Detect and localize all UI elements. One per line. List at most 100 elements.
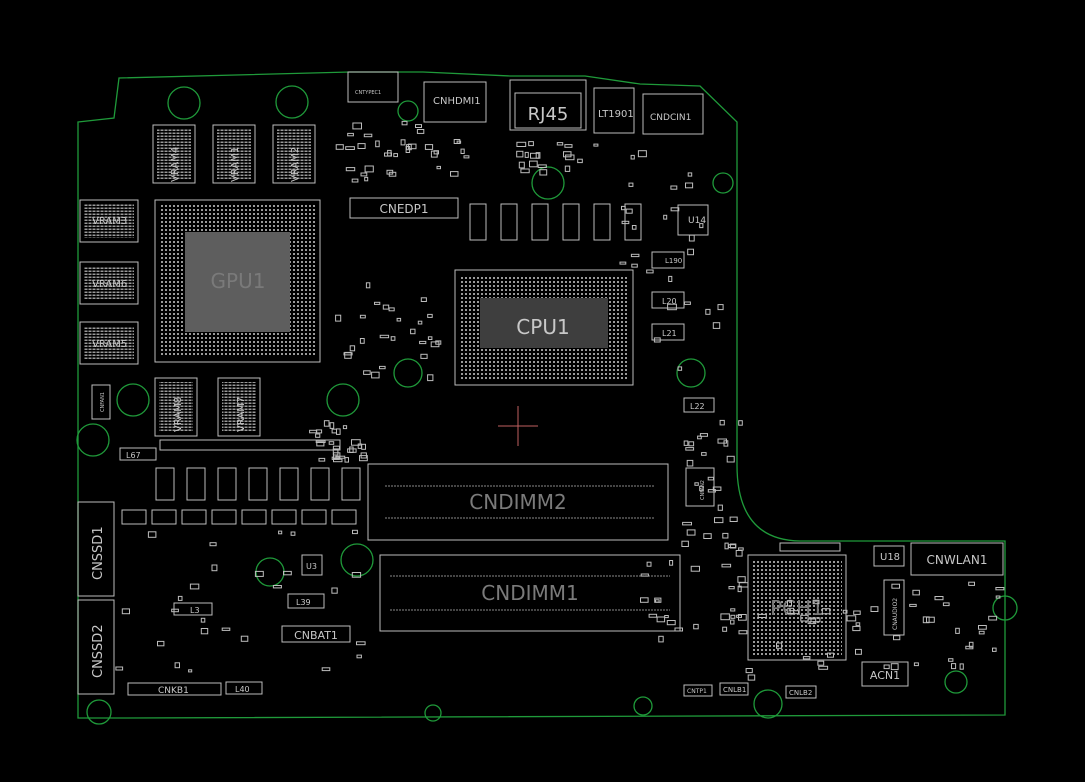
smd-part — [738, 547, 744, 551]
smd-part — [619, 261, 627, 265]
ssd1-label: CNSSD1 — [91, 526, 106, 580]
smd-part — [653, 337, 661, 343]
smd-part — [640, 597, 649, 603]
smd-part — [393, 153, 398, 158]
smd-part — [664, 615, 669, 619]
smd-part — [415, 124, 422, 128]
center-crosshair — [498, 406, 538, 446]
smd-part — [349, 446, 354, 453]
smd-part — [375, 140, 380, 148]
smd-part — [812, 599, 820, 605]
smd-part — [738, 614, 747, 621]
smd-part — [359, 338, 365, 344]
smd-part — [357, 143, 366, 150]
smd-part — [382, 304, 390, 310]
inductor — [562, 203, 580, 241]
smd-part — [810, 617, 821, 623]
smd-part — [316, 441, 325, 447]
smd-part — [666, 620, 676, 626]
resistor-array — [159, 439, 341, 451]
smd-part — [435, 340, 442, 345]
smd-part — [364, 165, 374, 173]
smd-part — [121, 608, 131, 615]
rj45-label: RJ45 — [528, 104, 569, 125]
smd-part — [730, 614, 736, 619]
smd-part — [730, 619, 735, 625]
inductor — [500, 203, 518, 241]
smd-part — [556, 142, 564, 146]
smd-part — [674, 627, 683, 632]
inductor — [155, 467, 175, 501]
smd-part — [318, 457, 326, 462]
lt1901-label: LT1901 — [598, 109, 634, 120]
smd-part — [726, 455, 735, 463]
smd-part — [855, 622, 861, 626]
smd-part — [686, 459, 694, 467]
smd-part — [668, 275, 673, 282]
smd-part — [737, 576, 746, 583]
smd-part — [177, 595, 183, 601]
cntp1-label: CNTP1 — [687, 688, 707, 695]
smd-part — [436, 165, 441, 170]
smd-part — [893, 635, 901, 641]
smd-part — [978, 630, 985, 635]
smd-part — [685, 447, 695, 451]
smd-part — [621, 205, 626, 211]
smd-part — [687, 172, 693, 177]
smd-part — [870, 606, 879, 613]
smd-part — [686, 529, 696, 536]
smd-part — [200, 617, 206, 623]
smd-part — [157, 640, 165, 647]
smd-part — [719, 419, 725, 426]
smd-part — [518, 161, 525, 169]
smd-part — [988, 615, 998, 621]
bat-label: CNBAT1 — [294, 629, 338, 642]
smd-part — [396, 317, 402, 322]
smd-part — [913, 662, 919, 667]
smd-part — [842, 609, 848, 614]
smd-part — [738, 582, 749, 588]
smd-part — [564, 165, 571, 172]
smd-part — [818, 665, 829, 670]
smd-part — [416, 129, 425, 134]
smd-part — [683, 440, 689, 446]
mosfet — [121, 509, 147, 525]
smd-part — [456, 140, 462, 144]
smd-part — [352, 529, 358, 535]
smd-part — [577, 158, 583, 164]
smd-part — [359, 455, 368, 462]
smd-part — [621, 220, 630, 225]
smd-part — [331, 587, 338, 594]
inductor — [341, 467, 361, 501]
smd-part — [670, 185, 678, 190]
smd-part — [630, 253, 640, 258]
ssd2-label: CNSSD2 — [91, 624, 106, 678]
inductor — [624, 203, 642, 241]
smd-part — [685, 182, 694, 189]
smd-part — [738, 630, 748, 635]
smd-part — [693, 623, 699, 630]
smd-part — [336, 428, 341, 435]
smd-part — [332, 445, 340, 450]
smd-part — [722, 626, 728, 632]
smd-part — [968, 641, 974, 648]
smd-part — [351, 439, 361, 446]
smd-part — [682, 521, 692, 526]
smd-part — [356, 641, 366, 646]
smd-part — [379, 365, 386, 370]
smd-part — [417, 320, 423, 325]
dimm1-slot: CNDIMM1 — [379, 554, 681, 632]
smd-part — [361, 443, 367, 450]
smd-part — [992, 647, 997, 652]
l67-label: L67 — [126, 451, 141, 460]
smd-part — [364, 176, 369, 182]
smd-part — [721, 563, 732, 568]
smd-part — [356, 654, 362, 659]
smd-part — [724, 542, 729, 550]
smd-part — [344, 351, 352, 359]
smd-part — [221, 627, 231, 631]
smd-part — [388, 307, 395, 312]
smd-part — [188, 669, 193, 673]
smd-part — [200, 628, 209, 635]
smd-part — [658, 635, 664, 643]
